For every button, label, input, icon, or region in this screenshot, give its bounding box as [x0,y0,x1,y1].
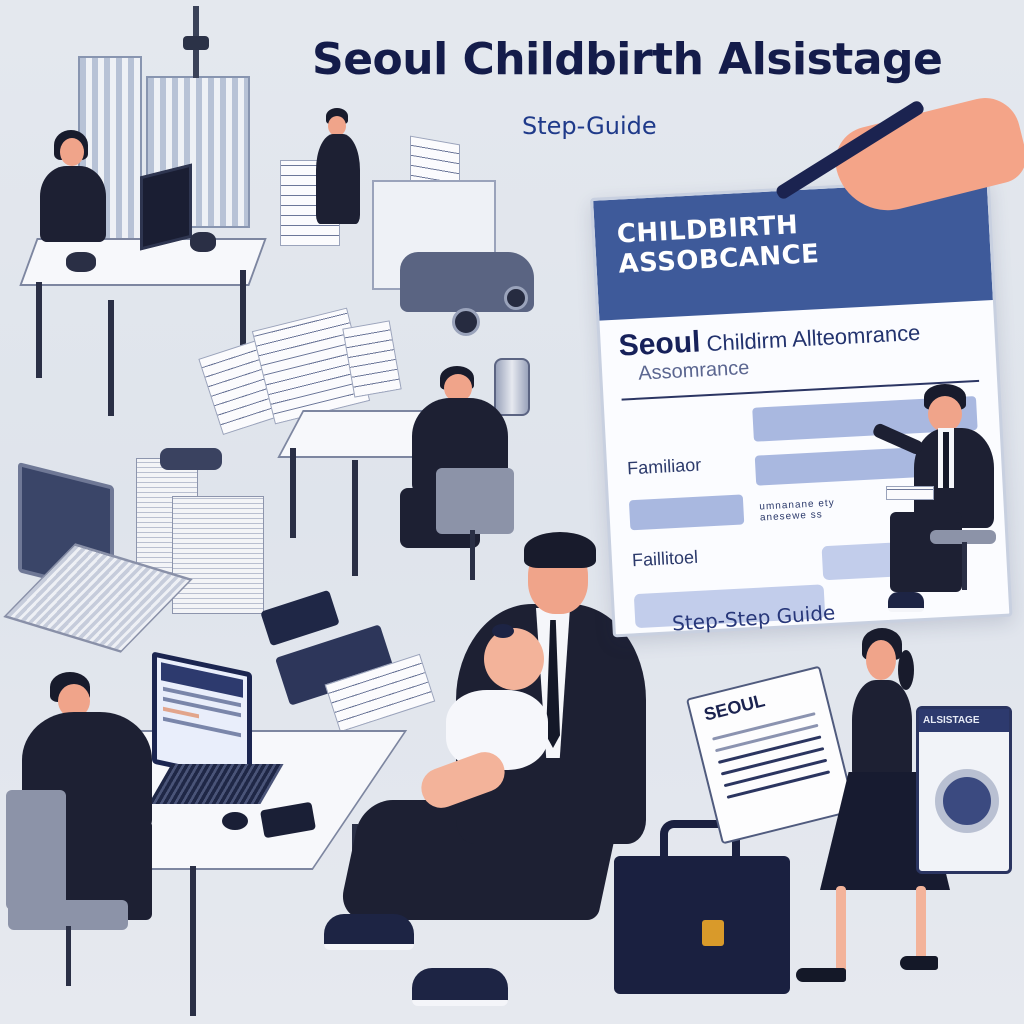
briefcase-clasp [702,920,724,946]
seoul-document: SEOUL [685,665,857,845]
form-heading-bold: Seoul [617,325,702,363]
chair-leg [66,926,71,986]
father-tie [546,620,560,748]
desk-leg [108,300,114,416]
field2-label: Faillitoel [631,546,699,571]
baby-bow [492,624,514,638]
desk-leg [36,282,42,378]
document-line [726,770,831,799]
form-header: CHILDBIRTH ASSOBCANCE [593,180,993,321]
sneaker [888,592,924,612]
computer-monitor [140,163,192,251]
car-wheel [504,286,528,310]
paper-stack [172,496,264,614]
sneaker [324,914,414,950]
desk-items [66,252,96,272]
sneaker [412,968,508,1006]
person-head [60,138,84,166]
woman-legs [916,886,926,962]
chair-leg [470,530,475,580]
person-head [444,374,472,402]
ponytail [898,650,914,690]
woman-legs [836,886,846,976]
washing-machine-icon: ALSISTAGE [916,706,1012,874]
desk-leg [240,270,246,362]
desk-leg [352,460,358,576]
stool-seat [930,530,996,544]
high-heel [900,956,938,970]
office-chair [6,790,66,910]
held-papers [886,486,934,500]
form-small-text: umnanane ety anesewe ss [759,498,835,524]
desk-leg [290,448,296,538]
person-hair [524,532,596,568]
washer-drum [935,769,999,833]
man-sitting [914,428,994,528]
laptop-keyboard [148,764,284,804]
man-tie [943,432,949,488]
man-legs [890,512,962,592]
person-head [866,640,896,680]
washer-label: ALSISTAGE [919,709,1009,732]
form-input-2[interactable] [628,494,745,531]
woman-with-document [852,680,912,780]
person-head [928,396,962,432]
desk-leg [190,866,196,1016]
desk-items [190,232,216,252]
coffee-can [494,358,530,416]
stool-leg [962,542,967,590]
page-subtitle: Step-Guide [522,112,657,140]
high-heel [796,968,846,982]
office-chair-seat [8,900,128,930]
office-chair [436,468,514,534]
woman-at-computer [40,166,106,242]
booklet [260,589,340,647]
baby-head [484,628,544,690]
man-with-papers [316,134,360,224]
car-wheel [452,308,480,336]
computer-mouse [222,812,248,830]
page-title: Seoul Childbirth Alsistage [312,34,943,85]
tower-top-icon [183,36,209,50]
tape-dispenser [160,448,222,470]
field1-label: Familiaor [626,454,702,479]
person-head [328,116,346,136]
document-title: SEOUL [701,690,767,725]
